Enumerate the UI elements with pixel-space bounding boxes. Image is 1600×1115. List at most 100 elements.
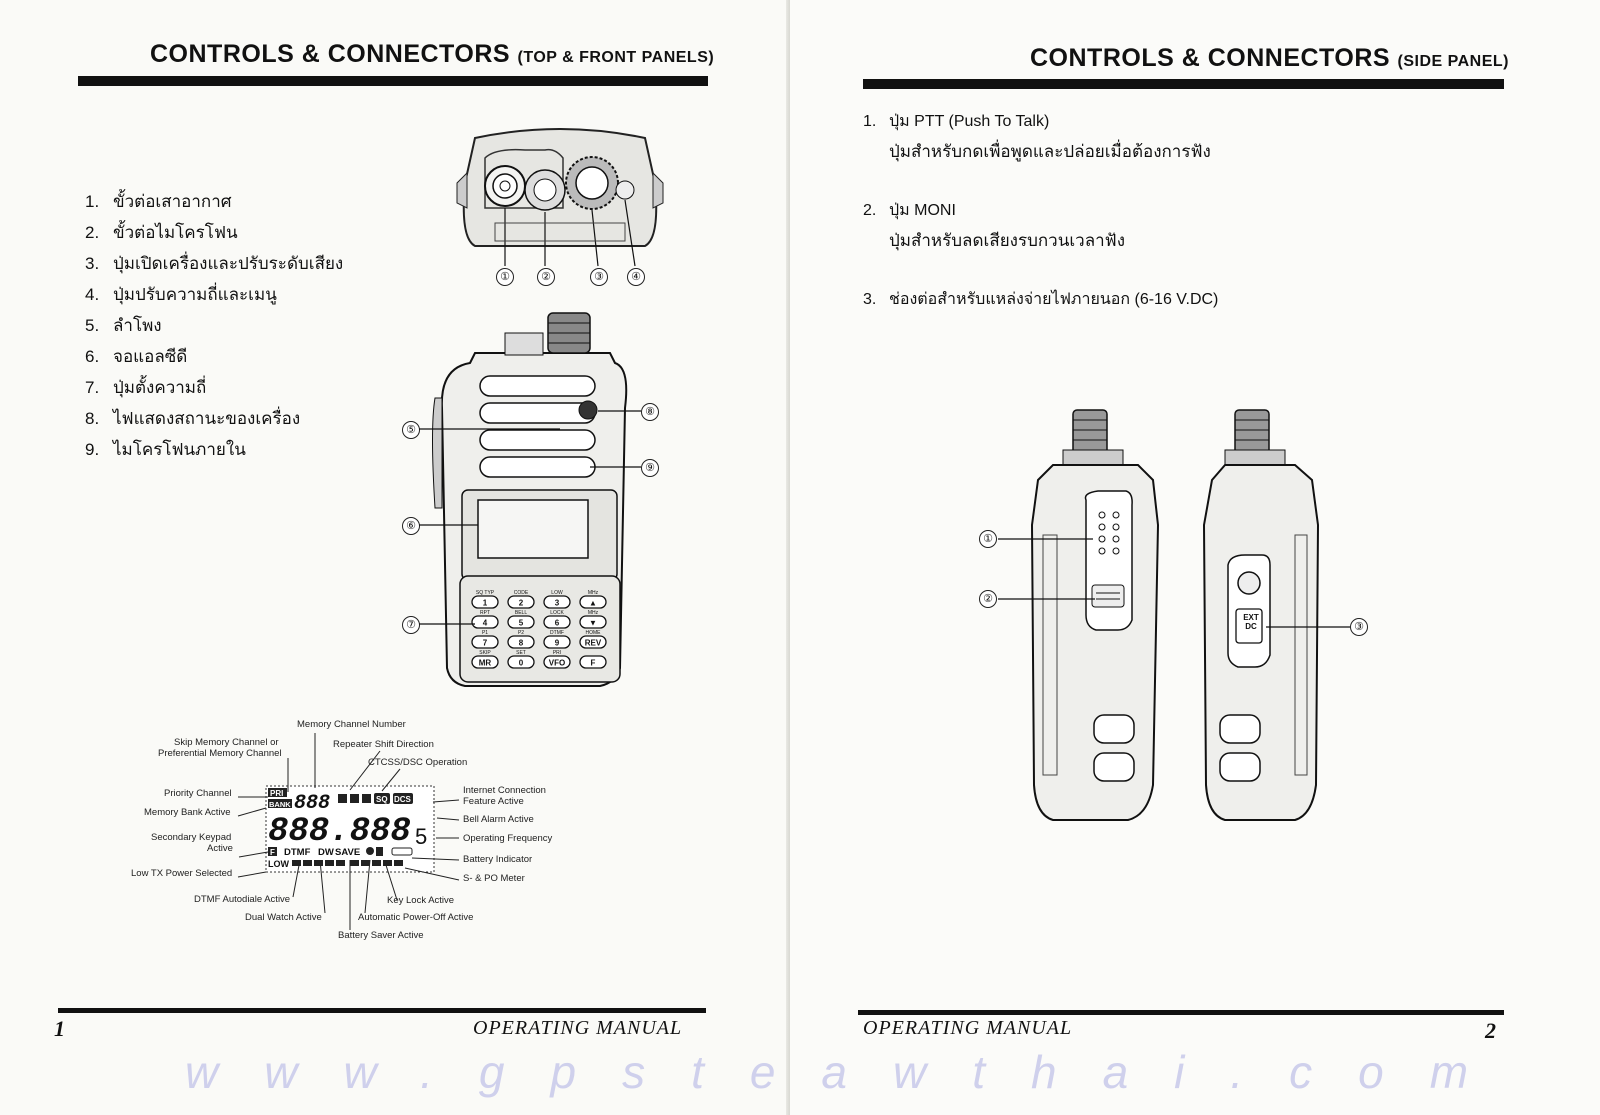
callout-2: ② — [537, 268, 555, 286]
lcd-f-icon: F — [270, 848, 275, 857]
right-title-sub: (SIDE PANEL) — [1397, 53, 1509, 70]
left-parts-list: 1.ขั้วต่อเสาอากาศ 2.ขั้วต่อไมโครโฟน 3.ปุ… — [85, 186, 343, 465]
lcd-low: LOW — [268, 859, 289, 869]
callout-1: ① — [496, 268, 514, 286]
keypad-key-label: 5 — [519, 619, 524, 628]
list-item: 4.ปุ่มปรับความถี่และเมนู — [85, 285, 277, 304]
lcd-label-ctcss: CTCSS/DSC Operation — [368, 757, 468, 768]
right-footer-text: OPERATING MANUAL — [863, 1017, 1073, 1039]
keypad-key-label: 7 — [483, 639, 488, 648]
lcd-bank: BANK — [269, 800, 291, 809]
keypad-key-label: 2 — [519, 599, 524, 608]
lcd-label-secondary-keypad: Secondary Keypad — [151, 832, 232, 843]
keypad-key — [471, 655, 499, 669]
lcd-sq: SQ — [376, 795, 388, 804]
left-title-sub: (TOP & FRONT PANELS) — [517, 49, 715, 66]
keypad-function-label: SQ TYP — [476, 590, 495, 596]
callout-9: ⑨ — [641, 459, 659, 477]
list-item: 9.ไมโครโฟนภายใน — [85, 440, 246, 459]
right-parts-list: 1.ปุ่ม PTT (Push To Talk) ปุ่มสำหรับกดเพ… — [863, 107, 1218, 344]
lcd-label-dtmf-autodial: DTMF Autodiale Active — [194, 894, 291, 905]
keypad-function-label: LOW — [551, 590, 563, 596]
keypad-function-label: P1 — [482, 630, 488, 636]
lcd-label-low-tx: Low TX Power Selected — [131, 868, 233, 879]
keypad-key — [579, 595, 607, 609]
lcd-dtmf: DTMF — [284, 847, 311, 858]
lcd-label-priority: Priority Channel — [164, 788, 232, 799]
lcd-label-dual-watch: Dual Watch Active — [245, 912, 322, 923]
lcd-frequency-digits: 888.888 — [268, 813, 411, 851]
list-item: 8.ไฟแสดงสถานะของเครื่อง — [85, 409, 301, 428]
keypad-function-label: LOCK — [550, 610, 564, 616]
keypad-key — [471, 635, 499, 649]
keypad-key-label: REV — [585, 639, 602, 648]
keypad-function-label: P2 — [518, 630, 524, 636]
lcd-channel-digits: 888 — [294, 792, 330, 815]
radio-side-view-ptt-drawing — [1030, 409, 1160, 821]
lcd-save: SAVE — [335, 847, 360, 858]
right-header-rule — [863, 79, 1504, 89]
keypad-function-label: HOME — [586, 630, 602, 636]
lcd-pri: PRI — [270, 789, 283, 798]
lcd-half-digit: 5 — [415, 824, 427, 849]
left-footer-text: OPERATING MANUAL — [473, 1017, 683, 1039]
left-footer-rule — [58, 1008, 706, 1013]
keypad-key-label: ▼ — [589, 619, 597, 628]
lcd-dcs: DCS — [394, 795, 412, 804]
callout-5: ⑤ — [402, 421, 420, 439]
lcd-label-internet: Internet Connection — [463, 785, 546, 796]
callout-7: ⑦ — [402, 616, 420, 634]
right-page: CONTROLS & CONNECTORS (SIDE PANEL) 1.ปุ่… — [790, 0, 1600, 1115]
radio-side-view-ext-dc-drawing — [1202, 409, 1320, 821]
keypad-function-label: DTMF — [550, 630, 564, 636]
keypad-function-label: SET — [516, 650, 526, 656]
keypad-function-label: MHz — [588, 610, 599, 616]
keypad-function-label: MHz — [588, 590, 599, 596]
radio-top-panel-drawing — [456, 128, 664, 267]
right-footer-rule — [858, 1010, 1504, 1015]
callout-6: ⑥ — [402, 517, 420, 535]
keypad-function-label: BELL — [515, 610, 527, 616]
callout-8: ⑧ — [641, 403, 659, 421]
list-item: 6.จอแอลซีดี — [85, 347, 188, 366]
left-header-rule — [78, 76, 708, 86]
item-description: ปุ่มสำหรับกดเพื่อพูดและปล่อยเมื่อต้องการ… — [889, 142, 1211, 161]
list-item: 1.ขั้วต่อเสาอากาศ — [85, 192, 232, 211]
keypad-key-label: 1 — [483, 599, 488, 608]
keypad-key — [507, 655, 535, 669]
callout-4: ④ — [627, 268, 645, 286]
side-callout-3: ③ — [1350, 618, 1368, 636]
keypad-function-label: RPT — [480, 610, 490, 616]
right-page-number: 2 — [1485, 1018, 1496, 1043]
radio-front-drawing: 1SQ TYP2CODE3LOW▲MHz4RPT5BELL6LOCK▼MHz7P… — [432, 312, 628, 687]
lcd-label-internet-2: Feature Active — [463, 796, 524, 807]
list-item: 2.ขั้วต่อไมโครโฟน — [85, 223, 238, 242]
right-title-main: CONTROLS & CONNECTORS — [1030, 44, 1391, 72]
list-item: 3.ปุ่มเปิดเครื่องและปรับระดับเสียง — [85, 254, 344, 273]
keypad-key — [543, 595, 571, 609]
list-item: 1.ปุ่ม PTT (Push To Talk) ปุ่มสำหรับกดเพ… — [863, 107, 1218, 167]
list-item: 3.ช่องต่อสำหรับแหล่งจ่ายไฟภายนอก (6-16 V… — [863, 291, 1219, 308]
lcd-display-drawing: PRI BANK 888 SQ DCS 888.888 5 F DTMF DW … — [265, 785, 435, 873]
lcd-label-operating-frequency: Operating Frequency — [463, 833, 553, 844]
left-page: CONTROLS & CONNECTORS (TOP & FRONT PANEL… — [0, 0, 790, 1115]
watermark-text: www.gpsteawthai.com — [185, 1046, 1515, 1098]
lcd-label-secondary-keypad-2: Active — [207, 843, 233, 854]
keypad-key — [471, 595, 499, 609]
keypad-key-label: 6 — [555, 619, 560, 628]
keypad-key — [543, 635, 571, 649]
lcd-label-skip-memory-2: Preferential Memory Channel — [158, 748, 282, 759]
front-callout-lines — [419, 410, 641, 625]
lcd-label-auto-power-off: Automatic Power-Off Active — [358, 912, 474, 923]
keypad-key-label: ▲ — [589, 599, 597, 608]
keypad-key — [471, 615, 499, 629]
lcd-label-s-po: S- & PO Meter — [463, 873, 525, 884]
lcd-label-memory-channel-number: Memory Channel Number — [297, 719, 406, 730]
ext-dc-label: EXT DC — [1243, 613, 1259, 631]
keypad-key — [507, 595, 535, 609]
lcd-label-battery-saver: Battery Saver Active — [338, 930, 424, 941]
keypad-key-label: 0 — [519, 659, 524, 668]
list-item: 2.ปุ่ม MONI ปุ่มสำหรับลดเสียงรบกวนเวลาฟั… — [863, 196, 1218, 256]
left-title-main: CONTROLS & CONNECTORS — [150, 40, 511, 68]
keypad-key — [507, 635, 535, 649]
